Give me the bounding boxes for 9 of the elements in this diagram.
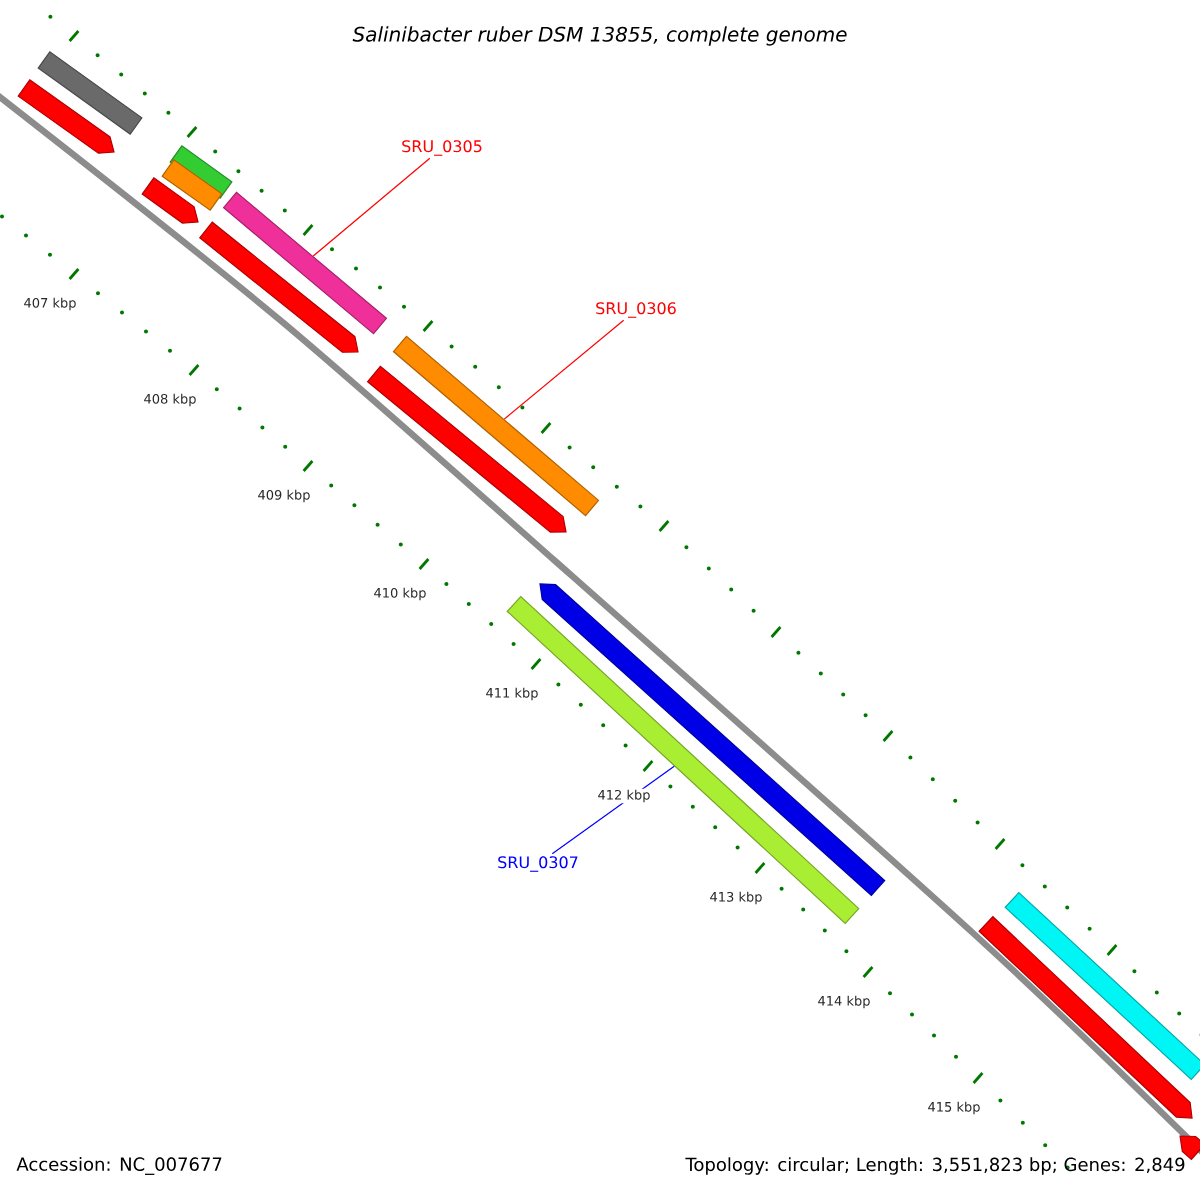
leader-line <box>312 157 431 257</box>
footer-text: Accession: NC_007677 <box>16 1157 222 1175</box>
gene-label: SRU_0307 <box>498 856 578 872</box>
gene-bar <box>392 335 600 517</box>
leader-line <box>503 319 625 420</box>
gene-label: SRU_0305 <box>402 140 482 156</box>
title: Salinibacter ruber DSM 13855, complete genome <box>352 26 847 46</box>
gene-label: SRU_0306 <box>596 302 676 318</box>
footer-text: Topology: circular; Length: 3,551,823 bp; Genes: 2,849 <box>685 1157 1185 1175</box>
